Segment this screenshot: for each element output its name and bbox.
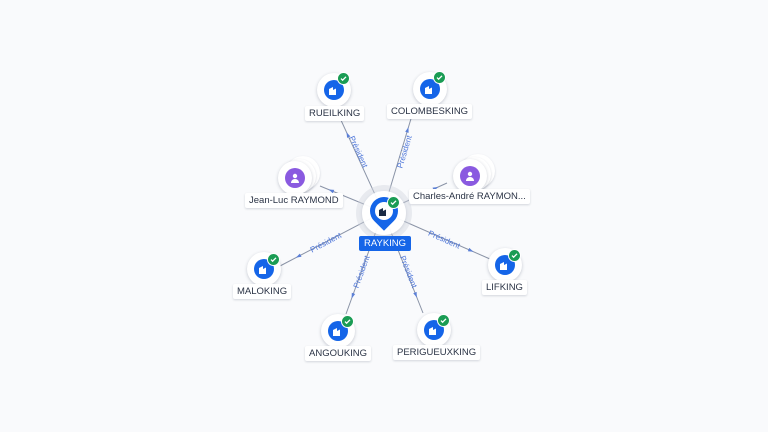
edge-arrow-colombesking — [405, 127, 409, 133]
node-label: PERIGUEUXKING — [393, 345, 481, 360]
company-icon — [324, 80, 344, 100]
verified-check-icon — [433, 71, 446, 84]
verified-check-icon — [341, 315, 354, 328]
node-circle — [278, 161, 312, 195]
node-label: LIFKING — [482, 280, 527, 295]
verified-check-icon — [337, 72, 350, 85]
edge-arrow-rueilking — [346, 132, 351, 138]
center-label: RAYKING — [359, 236, 412, 251]
edge-label-colombesking: Président — [395, 134, 414, 170]
verified-check-icon — [267, 253, 280, 266]
node-label: COLOMBESKING — [387, 104, 473, 119]
verified-check-icon — [508, 249, 521, 262]
edge-label-maloking: Président — [309, 230, 344, 254]
edge-arrow-maloking — [295, 253, 302, 258]
node-circle — [413, 72, 447, 106]
node-label: MALOKING — [233, 284, 292, 299]
edge-arrow-perigueuxking — [413, 291, 417, 298]
verified-check-icon — [437, 314, 450, 327]
node-label: Charles-André RAYMON... — [409, 189, 530, 204]
edge-label-angouking: Président — [352, 254, 372, 290]
person-icon — [285, 168, 305, 188]
edge-label-lifking: Président — [427, 229, 462, 251]
node-label: ANGOUKING — [305, 346, 372, 361]
verified-check-icon — [387, 196, 400, 209]
node-circle — [453, 159, 487, 193]
node-label: Jean-Luc RAYMOND — [245, 193, 343, 208]
edge-label-perigueuxking: Président — [398, 254, 419, 289]
edge-label-rueilking: Président — [347, 135, 370, 170]
company-icon — [420, 79, 440, 99]
edge-arrow-lifking — [467, 247, 474, 252]
node-label: RUEILKING — [305, 106, 365, 121]
edge-arrow-angouking — [351, 292, 356, 299]
edge-arrow-jean-luc-raymond — [328, 189, 335, 194]
person-icon — [460, 166, 480, 186]
